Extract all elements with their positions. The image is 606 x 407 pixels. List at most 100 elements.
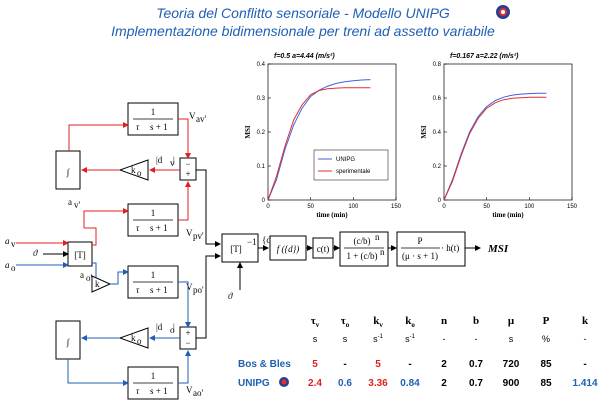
y-tick-label: 0.6: [433, 96, 442, 102]
f-block: [269, 235, 307, 261]
table-cell: 1.414: [572, 378, 597, 389]
table-header: τo: [341, 315, 350, 329]
table-cell: 2.4: [308, 378, 322, 389]
svg-text:|: |: [173, 322, 175, 332]
integrator-symbol: ∫: [66, 167, 71, 178]
sum-minus: −: [185, 338, 190, 348]
y-tick-label: 0.8: [433, 62, 442, 68]
p-num: P: [417, 236, 422, 246]
unipg-logo: [496, 5, 510, 19]
svg-text:o: o: [137, 168, 142, 178]
table-header: n: [441, 315, 447, 327]
signal-sub-av: av': [196, 114, 206, 124]
x-tick-label: 100: [348, 204, 359, 210]
legend: [313, 149, 389, 181]
signal-V: V: [189, 111, 196, 121]
tf-tau-label: τ: [136, 285, 140, 295]
x-tick-label: 150: [567, 204, 578, 210]
table-cell: 2: [441, 359, 447, 370]
signal-sub-pv: pv': [193, 231, 204, 241]
Tinv-exp: −1: [247, 237, 257, 247]
tf-num: 1: [151, 107, 156, 117]
signal-sub-ao: ao': [193, 388, 203, 398]
table-cell: 0.6: [338, 378, 352, 389]
theta-feed: ϑ: [228, 291, 233, 301]
signal-sub-po: po': [193, 285, 204, 295]
table-cell: 720: [503, 359, 520, 370]
hill-block: [339, 231, 389, 267]
y-tick-label: 0.2: [257, 130, 266, 136]
msi-output: MSI: [487, 243, 509, 255]
series-line-sperimentale: [443, 96, 547, 201]
tf-den: s + 1: [150, 285, 168, 295]
table-unit: -: [443, 334, 446, 344]
f-label: f ({d}): [277, 244, 299, 254]
tf-tau-label: τ: [136, 122, 140, 132]
hill-den: 1 + (c/b): [346, 251, 377, 261]
signal-a: a: [68, 197, 72, 207]
table-unit: %: [542, 334, 550, 344]
table-unit: s-1: [405, 334, 415, 344]
y-tick-label: 0.4: [257, 62, 266, 68]
hill-exp: n: [380, 247, 385, 257]
y-axis-label: MSI: [420, 125, 428, 139]
horizontal-channel: a o' k 1 τ s + 1 V po' ∫ k o |d o | + − …: [55, 265, 204, 400]
input-transform: a v ϑ a o [T]: [5, 227, 97, 283]
legend-label: UNIPG: [336, 157, 355, 163]
tf-den: s + 1: [150, 223, 168, 233]
table-unit: s: [509, 334, 514, 344]
x-tick-label: 100: [524, 204, 535, 210]
y-axis-label: MSI: [244, 125, 252, 139]
series-line-sperimentale: [267, 87, 371, 201]
tf-num: 1: [151, 208, 156, 218]
tf-den: s + 1: [150, 386, 168, 396]
T-label: [T]: [74, 250, 86, 260]
sum-plus: +: [185, 328, 190, 338]
gain-label: k: [131, 333, 136, 343]
table-header: b: [473, 315, 479, 327]
x-tick-label: 50: [483, 204, 490, 210]
x-axis-label: time (min): [316, 211, 348, 219]
gain-ko-vertical: [118, 159, 149, 181]
table-cell: -: [583, 359, 586, 370]
table-row-name: Bos & Bles: [238, 359, 291, 370]
table-cell: 900: [503, 378, 520, 389]
x-tick-label: 50: [307, 204, 314, 210]
table-header: ko: [405, 315, 415, 329]
signal-a: a: [80, 270, 84, 280]
table-cell: 0.7: [469, 359, 483, 370]
table-header: k: [582, 315, 589, 327]
tf-num: 1: [151, 270, 156, 280]
svg-text:v: v: [170, 158, 175, 168]
gain-ko-horizontal: [118, 327, 149, 349]
table-unit: s-1: [373, 334, 383, 344]
hill-exp: n: [375, 232, 380, 242]
table-cell: 85: [540, 378, 552, 389]
signal-sub-o: o': [86, 273, 93, 283]
h-t: · h(t): [441, 243, 459, 253]
table-unit: -: [475, 334, 478, 344]
input-av: a: [5, 236, 10, 246]
table-cell: 0.84: [400, 378, 420, 389]
signal-V: V: [186, 385, 193, 395]
integrator-symbol: ∫: [66, 337, 71, 348]
table-cell: 3.36: [368, 378, 388, 389]
title-line-1: Teoria del Conflitto sensoriale - Modell…: [156, 5, 450, 21]
input-av-sub: v: [11, 239, 16, 249]
table-cell: 2: [441, 378, 447, 389]
signal-sub-v: v': [74, 200, 81, 210]
p-den: (μ · s + 1): [402, 251, 438, 261]
legend-label: sperimentale: [336, 169, 371, 175]
table-cell: 5: [312, 359, 318, 370]
input-ao: a: [5, 260, 10, 270]
table-cell: -: [408, 359, 411, 370]
table-header: μ: [508, 315, 515, 327]
table-header: τv: [311, 315, 320, 329]
hill-num: (c/b): [354, 236, 371, 246]
signal-V: V: [186, 228, 193, 238]
Tinv-label: [T]: [230, 244, 242, 254]
tf-num: 1: [151, 371, 156, 381]
